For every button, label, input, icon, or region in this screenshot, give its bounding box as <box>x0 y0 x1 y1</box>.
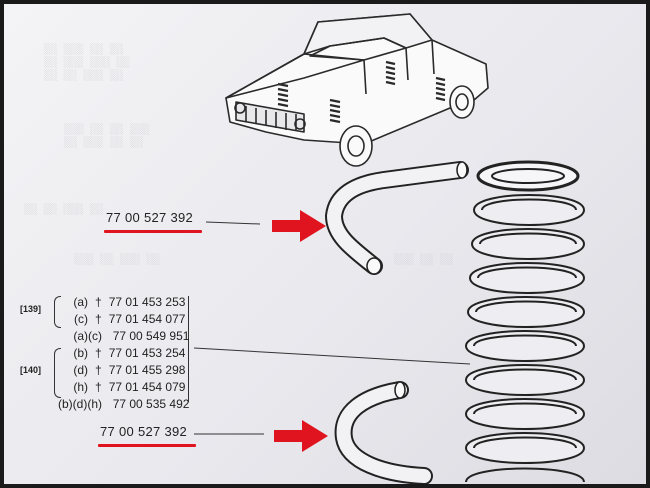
bracket-139 <box>54 296 61 328</box>
part-number: 77 01 455 298 <box>108 363 186 377</box>
parts-row: (a) † 77 01 453 253 <box>58 294 185 311</box>
bleed-through-text: ░░ ░░ ░░░ ░░ <box>24 204 104 216</box>
parts-row: (b) † 77 01 453 254 <box>58 345 185 362</box>
part-number-top: 77 00 527 392 <box>106 210 194 225</box>
red-arrow-icon <box>274 420 328 452</box>
variant-label: (c) <box>74 312 88 326</box>
bleed-through-text: ░░░ ░░ ░░░ ░░ <box>74 254 160 266</box>
parts-row: (b)(d)(h) 77 00 535 492 <box>30 396 189 413</box>
variant-label: (h) <box>73 380 88 394</box>
catalog-page: ░░ ░░░ ░░ ░░░░ ░░░ ░░░ ░░░░ ░░ ░░░ ░░ ░░… <box>4 4 646 484</box>
bleed-through-text: ░░ ░░░ ░░ ░░░░ ░░░ ░░░ ░░░░ ░░ ░░░ ░░ <box>44 44 130 82</box>
part-number: 77 00 535 492 <box>112 397 190 411</box>
parts-row: (a)(c) 77 00 549 951 <box>58 328 189 345</box>
part-number-bottom: 77 00 527 392 <box>100 424 188 439</box>
part-number: 77 01 454 079 <box>108 380 186 394</box>
rubber-sleeve-bottom <box>334 381 433 484</box>
dagger-mark: † <box>95 346 102 360</box>
group-label-140: [140] <box>20 365 42 375</box>
bracket-140 <box>54 348 61 398</box>
red-arrow-icon <box>272 210 326 242</box>
bleed-through-text: ░░░ ░░ ░░ <box>394 254 454 266</box>
dagger-mark: † <box>95 363 102 377</box>
bleed-through-text: ░░░ ░░ ░░ ░░░░░ ░░░ ░░ ░░ <box>64 124 150 149</box>
part-number: 77 01 453 254 <box>108 346 186 360</box>
leader-lines <box>193 221 471 435</box>
parts-row: (c) † 77 01 454 077 <box>58 311 185 328</box>
parts-row: (h) † 77 01 454 079 <box>58 379 185 396</box>
diagram-graphics <box>193 13 586 484</box>
dagger-mark: † <box>95 312 102 326</box>
group-label-139: [139] <box>20 304 42 314</box>
part-number: 77 00 549 951 <box>112 329 190 343</box>
variant-label: (a) <box>73 295 88 309</box>
car-illustration <box>225 13 489 167</box>
red-underline <box>104 230 202 233</box>
right-rule <box>188 296 189 402</box>
variant-label: (b) <box>73 346 88 360</box>
coil-spring <box>464 160 586 483</box>
parts-row: (d) † 77 01 455 298 <box>58 362 185 379</box>
red-underline <box>98 444 196 447</box>
variant-label: (b)(d)(h) <box>58 397 102 411</box>
dagger-mark: † <box>95 380 102 394</box>
part-number: 77 01 453 253 <box>108 295 186 309</box>
dagger-mark: † <box>95 295 102 309</box>
variant-label: (a)(c) <box>73 329 102 343</box>
variant-label: (d) <box>73 363 88 377</box>
part-number: 77 01 454 077 <box>108 312 186 326</box>
rubber-sleeve-top <box>324 161 469 275</box>
